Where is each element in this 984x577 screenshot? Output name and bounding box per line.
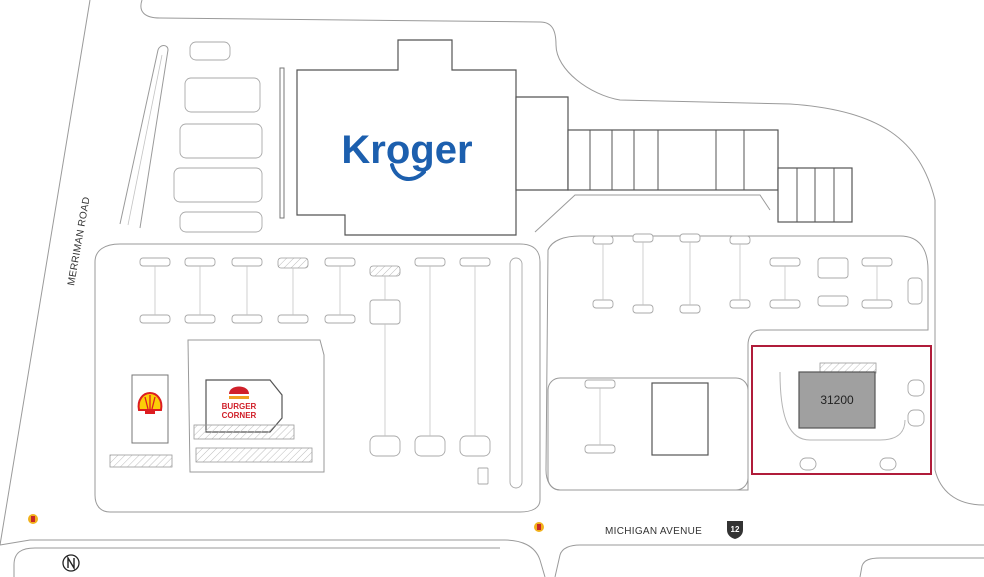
michigan-avenue-label: MICHIGAN AVENUE: [605, 526, 702, 537]
suite-31200-label: 31200: [820, 393, 854, 407]
burger-corner-label-2: CORNER: [222, 411, 257, 420]
merriman-road-label: MERRIMAN ROAD: [66, 196, 92, 287]
burger-corner-parcel: [187, 339, 325, 473]
north-arrow-icon: [62, 554, 80, 572]
pad-building: [547, 377, 749, 491]
traffic-signal-icon: [534, 522, 544, 532]
highlighted-parcel-31200[interactable]: 31200: [751, 345, 932, 475]
route-number: 12: [731, 525, 740, 534]
kroger-building: [279, 39, 853, 236]
kroger-logo-swoosh: [390, 163, 426, 182]
burger-corner-logo: BURGER CORNER: [222, 386, 257, 420]
traffic-signal-icon: [28, 514, 38, 524]
kroger-logo: Kroger: [341, 128, 472, 172]
parking-main-rows: [139, 257, 523, 489]
parking-west-rows: [119, 41, 263, 233]
shell-logo-icon: [137, 391, 163, 414]
parking-east-rows: [534, 194, 923, 314]
us-route-shield-icon: 12: [727, 521, 743, 539]
burger-corner-label-1: BURGER: [222, 402, 257, 411]
